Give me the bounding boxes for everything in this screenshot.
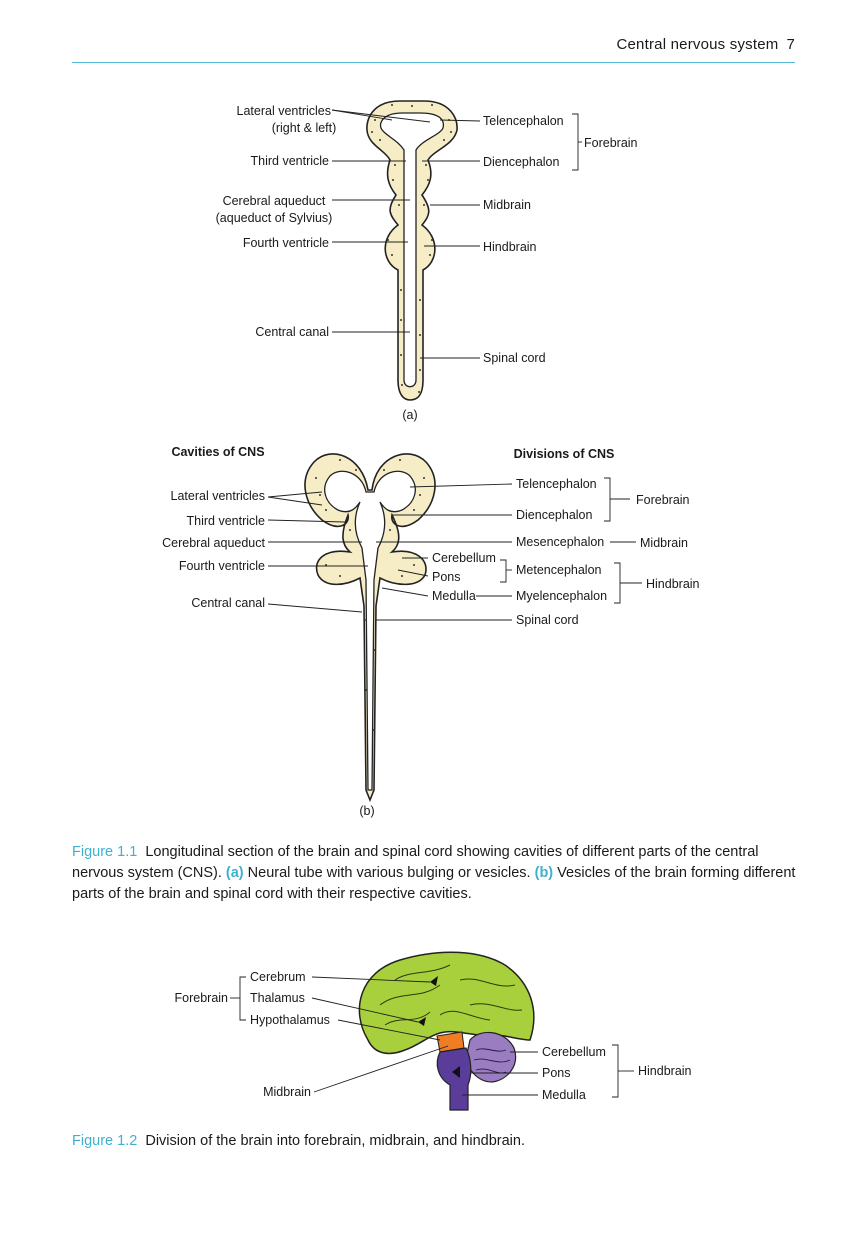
label-hindbrain: Hindbrain	[483, 240, 537, 254]
label-metencephalon: Metencephalon	[516, 563, 602, 577]
caption-text-1-2: Division of the brain into forebrain, mi…	[145, 1133, 525, 1149]
brainstem-shape	[436, 1047, 472, 1111]
label-diencephalon: Diencephalon	[483, 155, 559, 169]
label-right-left: (right & left)	[272, 121, 337, 135]
caption-key-b: (b)	[534, 865, 554, 881]
label-mesencephalon: Mesencephalon	[516, 535, 604, 549]
label-pons-b: Pons	[432, 570, 461, 584]
label-diencephalon-b: Diencephalon	[516, 508, 592, 522]
label-forebrain-2: Forebrain	[175, 991, 229, 1005]
heading-cavities-of-cns: Cavities of CNS	[171, 445, 264, 459]
page-number: 7	[786, 36, 795, 53]
label-telencephalon: Telencephalon	[483, 114, 564, 128]
label-lateral-ventricles: Lateral ventricles	[237, 104, 332, 118]
label-pons-2: Pons	[542, 1066, 571, 1080]
figure-1-1b-middle-labels: Cerebellum Pons Medulla	[432, 551, 496, 603]
label-central-canal: Central canal	[255, 325, 329, 339]
caption-number-1-2: Figure 1.2	[72, 1133, 138, 1149]
label-midbrain-b: Midbrain	[640, 536, 688, 550]
neural-tube-stipple	[371, 104, 452, 393]
caption-number-1-1: Figure 1.1	[72, 844, 138, 860]
figure-1-1a-right-labels: Telencephalon Diencephalon Midbrain Hind…	[402, 114, 637, 422]
figure-1-1a: Lateral ventricles (right & left) Third …	[216, 100, 638, 422]
figure-1-1a-left-labels: Lateral ventricles (right & left) Third …	[216, 104, 337, 339]
figure-1-2-leaders	[230, 976, 634, 1098]
arrowhead-cerebrum	[430, 976, 438, 986]
label-third-ventricle: Third ventricle	[251, 154, 330, 168]
cerebrum-shape	[358, 951, 535, 1055]
figure-1-2: Forebrain Cerebrum Thalamus Hypothalamus…	[175, 951, 692, 1111]
label-lateral-ventricles-b: Lateral ventricles	[171, 489, 266, 503]
label-forebrain-b: Forebrain	[636, 493, 690, 507]
label-medulla-b: Medulla	[432, 589, 476, 603]
caption-text-1-1: Longitudinal section of the brain and sp…	[72, 844, 759, 881]
label-cerebellum-2: Cerebellum	[542, 1045, 606, 1059]
label-aqueduct-of-sylvius: (aqueduct of Sylvius)	[216, 211, 333, 225]
arrowhead-thalamus	[418, 1017, 426, 1026]
label-cerebral-aqueduct: Cerebral aqueduct	[223, 194, 326, 208]
figure-1-1b: Cavities of CNS Divisions of CNS	[162, 445, 699, 818]
figure-1-2-labels: Forebrain Cerebrum Thalamus Hypothalamus…	[175, 970, 692, 1102]
panel-label-b: (b)	[359, 804, 374, 818]
label-telencephalon-b: Telencephalon	[516, 477, 597, 491]
neural-tube-cavity	[379, 112, 445, 388]
header-text: Central nervous system 7	[616, 36, 795, 53]
caption-text-b: Vesicles of the brain forming different …	[72, 865, 796, 902]
label-hindbrain-b: Hindbrain	[646, 577, 700, 591]
label-spinal-cord-b: Spinal cord	[516, 613, 579, 627]
label-hindbrain-2: Hindbrain	[638, 1064, 692, 1078]
figure-1-1b-left-labels: Lateral ventricles Third ventricle Cereb…	[162, 489, 265, 610]
label-forebrain: Forebrain	[584, 136, 638, 150]
label-spinal-cord: Spinal cord	[483, 351, 546, 365]
label-fourth-ventricle: Fourth ventricle	[243, 236, 329, 250]
arrowhead-pons	[452, 1066, 460, 1078]
heading-divisions-of-cns: Divisions of CNS	[514, 447, 615, 461]
caption-figure-1-2: Figure 1.2 Division of the brain into fo…	[72, 1131, 796, 1152]
running-header: Central nervous system 7	[72, 36, 795, 63]
caption-figure-1-1: Figure 1.1 Longitudinal section of the b…	[72, 842, 796, 905]
figure-1-1b-leaders	[267, 477, 642, 621]
panel-label-a: (a)	[402, 408, 417, 422]
running-title: Central nervous system	[616, 36, 779, 53]
caption-text-a: Neural tube with various bulging or vesi…	[247, 865, 531, 881]
label-cerebrum: Cerebrum	[250, 970, 306, 984]
label-cerebellum-b: Cerebellum	[432, 551, 496, 565]
label-medulla-2: Medulla	[542, 1088, 586, 1102]
cerebellum-shape	[465, 1031, 517, 1083]
label-cerebral-aqueduct-b: Cerebral aqueduct	[162, 536, 265, 550]
cerebrum-gyri	[379, 964, 523, 1026]
figure-1-1a-leaders	[331, 109, 582, 359]
label-fourth-ventricle-b: Fourth ventricle	[179, 559, 265, 573]
caption-key-a: (a)	[225, 865, 244, 881]
label-myelencephalon: Myelencephalon	[516, 589, 607, 603]
figure-1-1b-right-labels: Telencephalon Diencephalon Mesencephalon…	[359, 477, 699, 818]
label-hypothalamus: Hypothalamus	[250, 1013, 330, 1027]
label-midbrain-2: Midbrain	[263, 1085, 311, 1099]
label-third-ventricle-b: Third ventricle	[187, 514, 266, 528]
label-central-canal-b: Central canal	[191, 596, 265, 610]
label-midbrain: Midbrain	[483, 198, 531, 212]
label-thalamus: Thalamus	[250, 991, 305, 1005]
vesicles-stipple	[315, 459, 425, 731]
